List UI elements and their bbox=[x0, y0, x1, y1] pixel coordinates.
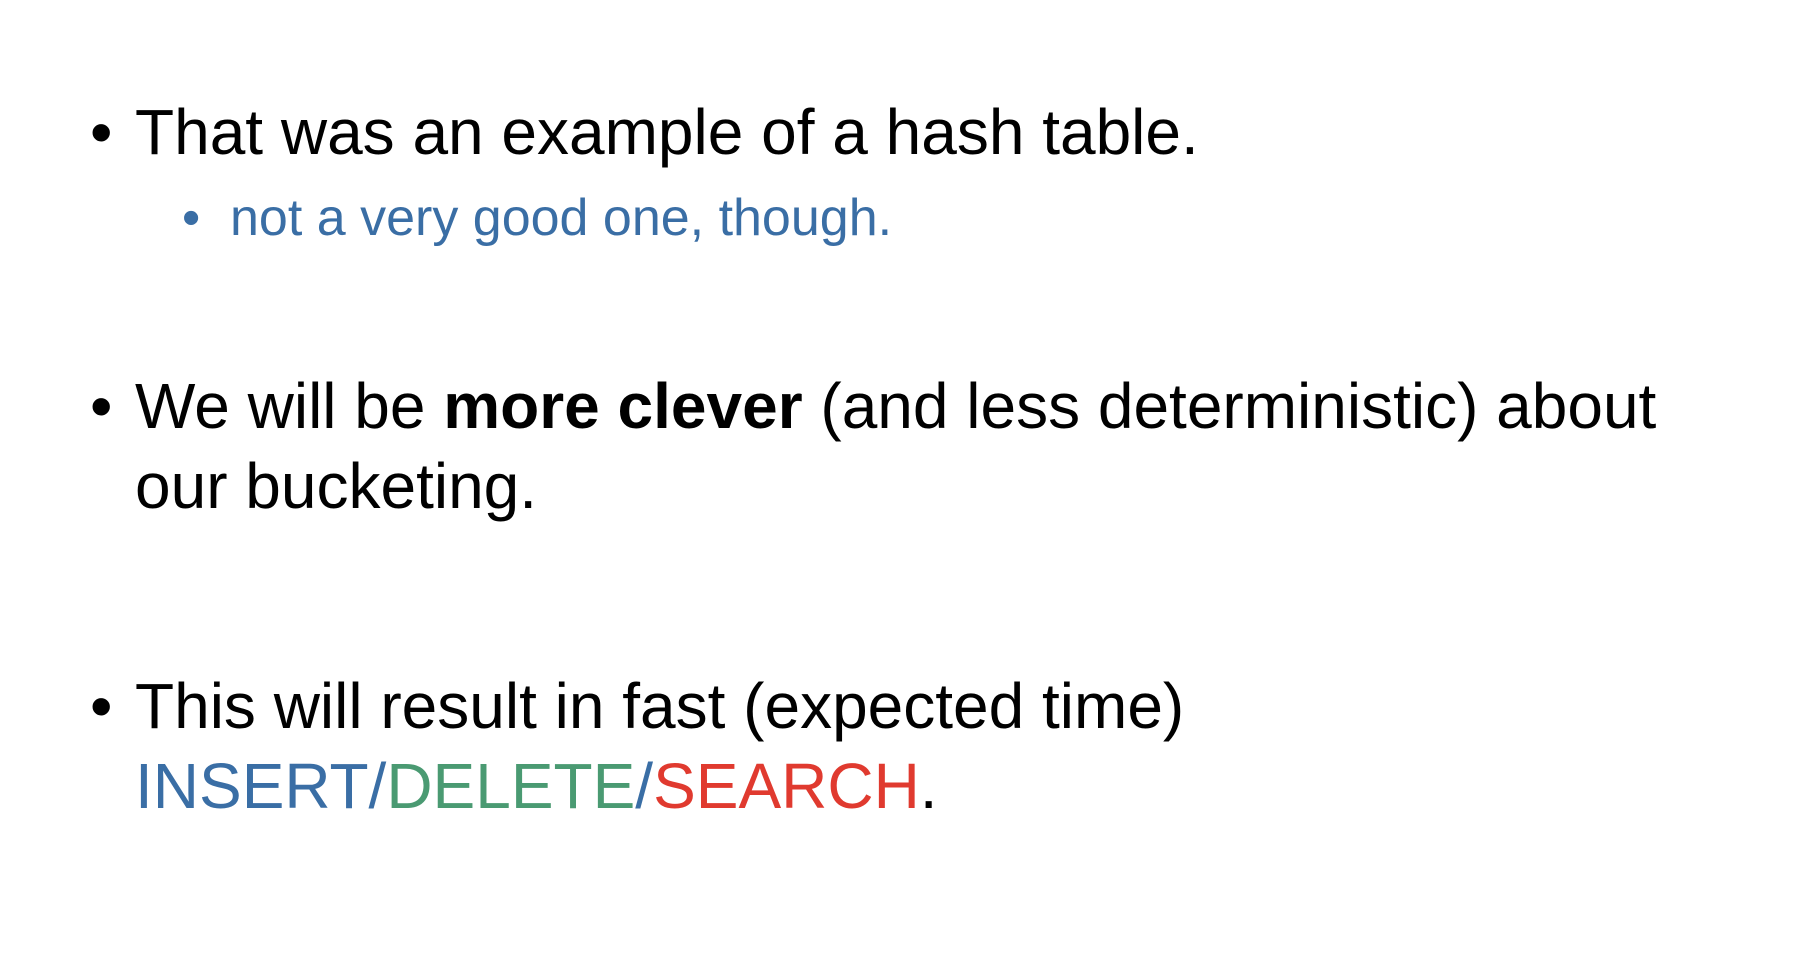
period: . bbox=[919, 750, 938, 822]
bullet-line-1: We will be more clever (and less determi… bbox=[135, 366, 1775, 446]
bullet-text: This will result in fast (expected time)… bbox=[135, 666, 1775, 826]
bullet-line-2: INSERT/DELETE/SEARCH. bbox=[135, 746, 1775, 826]
insert-keyword: INSERT bbox=[135, 750, 369, 822]
bullet-dot: • bbox=[90, 96, 113, 168]
delete-keyword: DELETE bbox=[386, 750, 636, 822]
bullet-dot: • bbox=[90, 370, 113, 442]
sub-bullet-dot: • bbox=[182, 189, 201, 247]
text-segment: (and less deterministic) about bbox=[802, 370, 1657, 442]
emphasis-text: more clever bbox=[443, 370, 803, 442]
search-keyword: SEARCH bbox=[653, 750, 920, 822]
bullet-text: That was an example of a hash table. bbox=[135, 96, 1199, 168]
text-segment: We will be bbox=[135, 370, 444, 442]
bullet-dot: • bbox=[90, 670, 113, 742]
slash-separator: / bbox=[635, 750, 654, 822]
bullet-line-1: This will result in fast (expected time) bbox=[135, 670, 1185, 742]
bullet-line-2: our bucketing. bbox=[135, 450, 538, 522]
sub-bullet-text: not a very good one, though. bbox=[230, 189, 893, 247]
bullet-text: We will be more clever (and less determi… bbox=[135, 366, 1775, 526]
slash-separator: / bbox=[368, 750, 387, 822]
